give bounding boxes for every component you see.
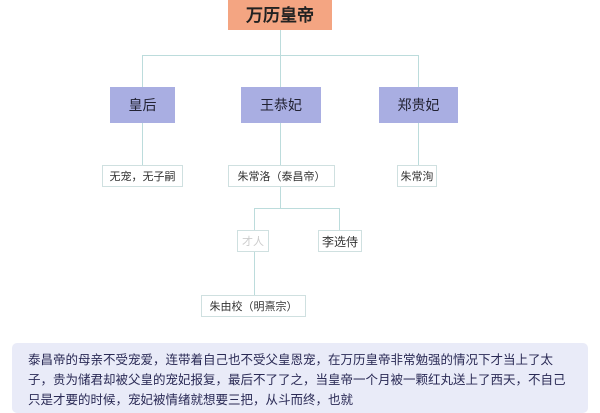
node-empress: 皇后: [110, 87, 175, 123]
node-zheng-guifei: 郑贵妃: [379, 87, 458, 123]
root-node-wanli: 万历皇帝: [228, 0, 332, 30]
node-zhu-changluo: 朱常洛（泰昌帝）: [228, 165, 335, 187]
node-cairen: 才人: [237, 230, 269, 252]
connector: [142, 55, 419, 56]
connector: [254, 208, 255, 230]
connector: [142, 123, 143, 165]
connector: [254, 208, 340, 209]
connector: [280, 187, 281, 208]
node-zhu-youjiao: 朱由校（明熹宗）: [201, 295, 306, 317]
connector: [280, 30, 281, 87]
note-panel: 泰昌帝的母亲不受宠爱，连带着自己也不受父皇恩宠，在万历皇帝非常勉强的情况下才当上…: [12, 343, 588, 413]
connector: [418, 55, 419, 87]
connector: [142, 55, 143, 87]
connector: [254, 252, 255, 295]
node-wang-gongfei: 王恭妃: [241, 87, 321, 123]
connector: [418, 123, 419, 165]
node-li-xuanshi: 李选侍: [318, 230, 362, 252]
node-no-heir: 无宠，无子嗣: [102, 165, 183, 187]
connector: [280, 123, 281, 165]
connector: [339, 208, 340, 230]
node-zhu-changxun: 朱常洵: [397, 165, 437, 187]
